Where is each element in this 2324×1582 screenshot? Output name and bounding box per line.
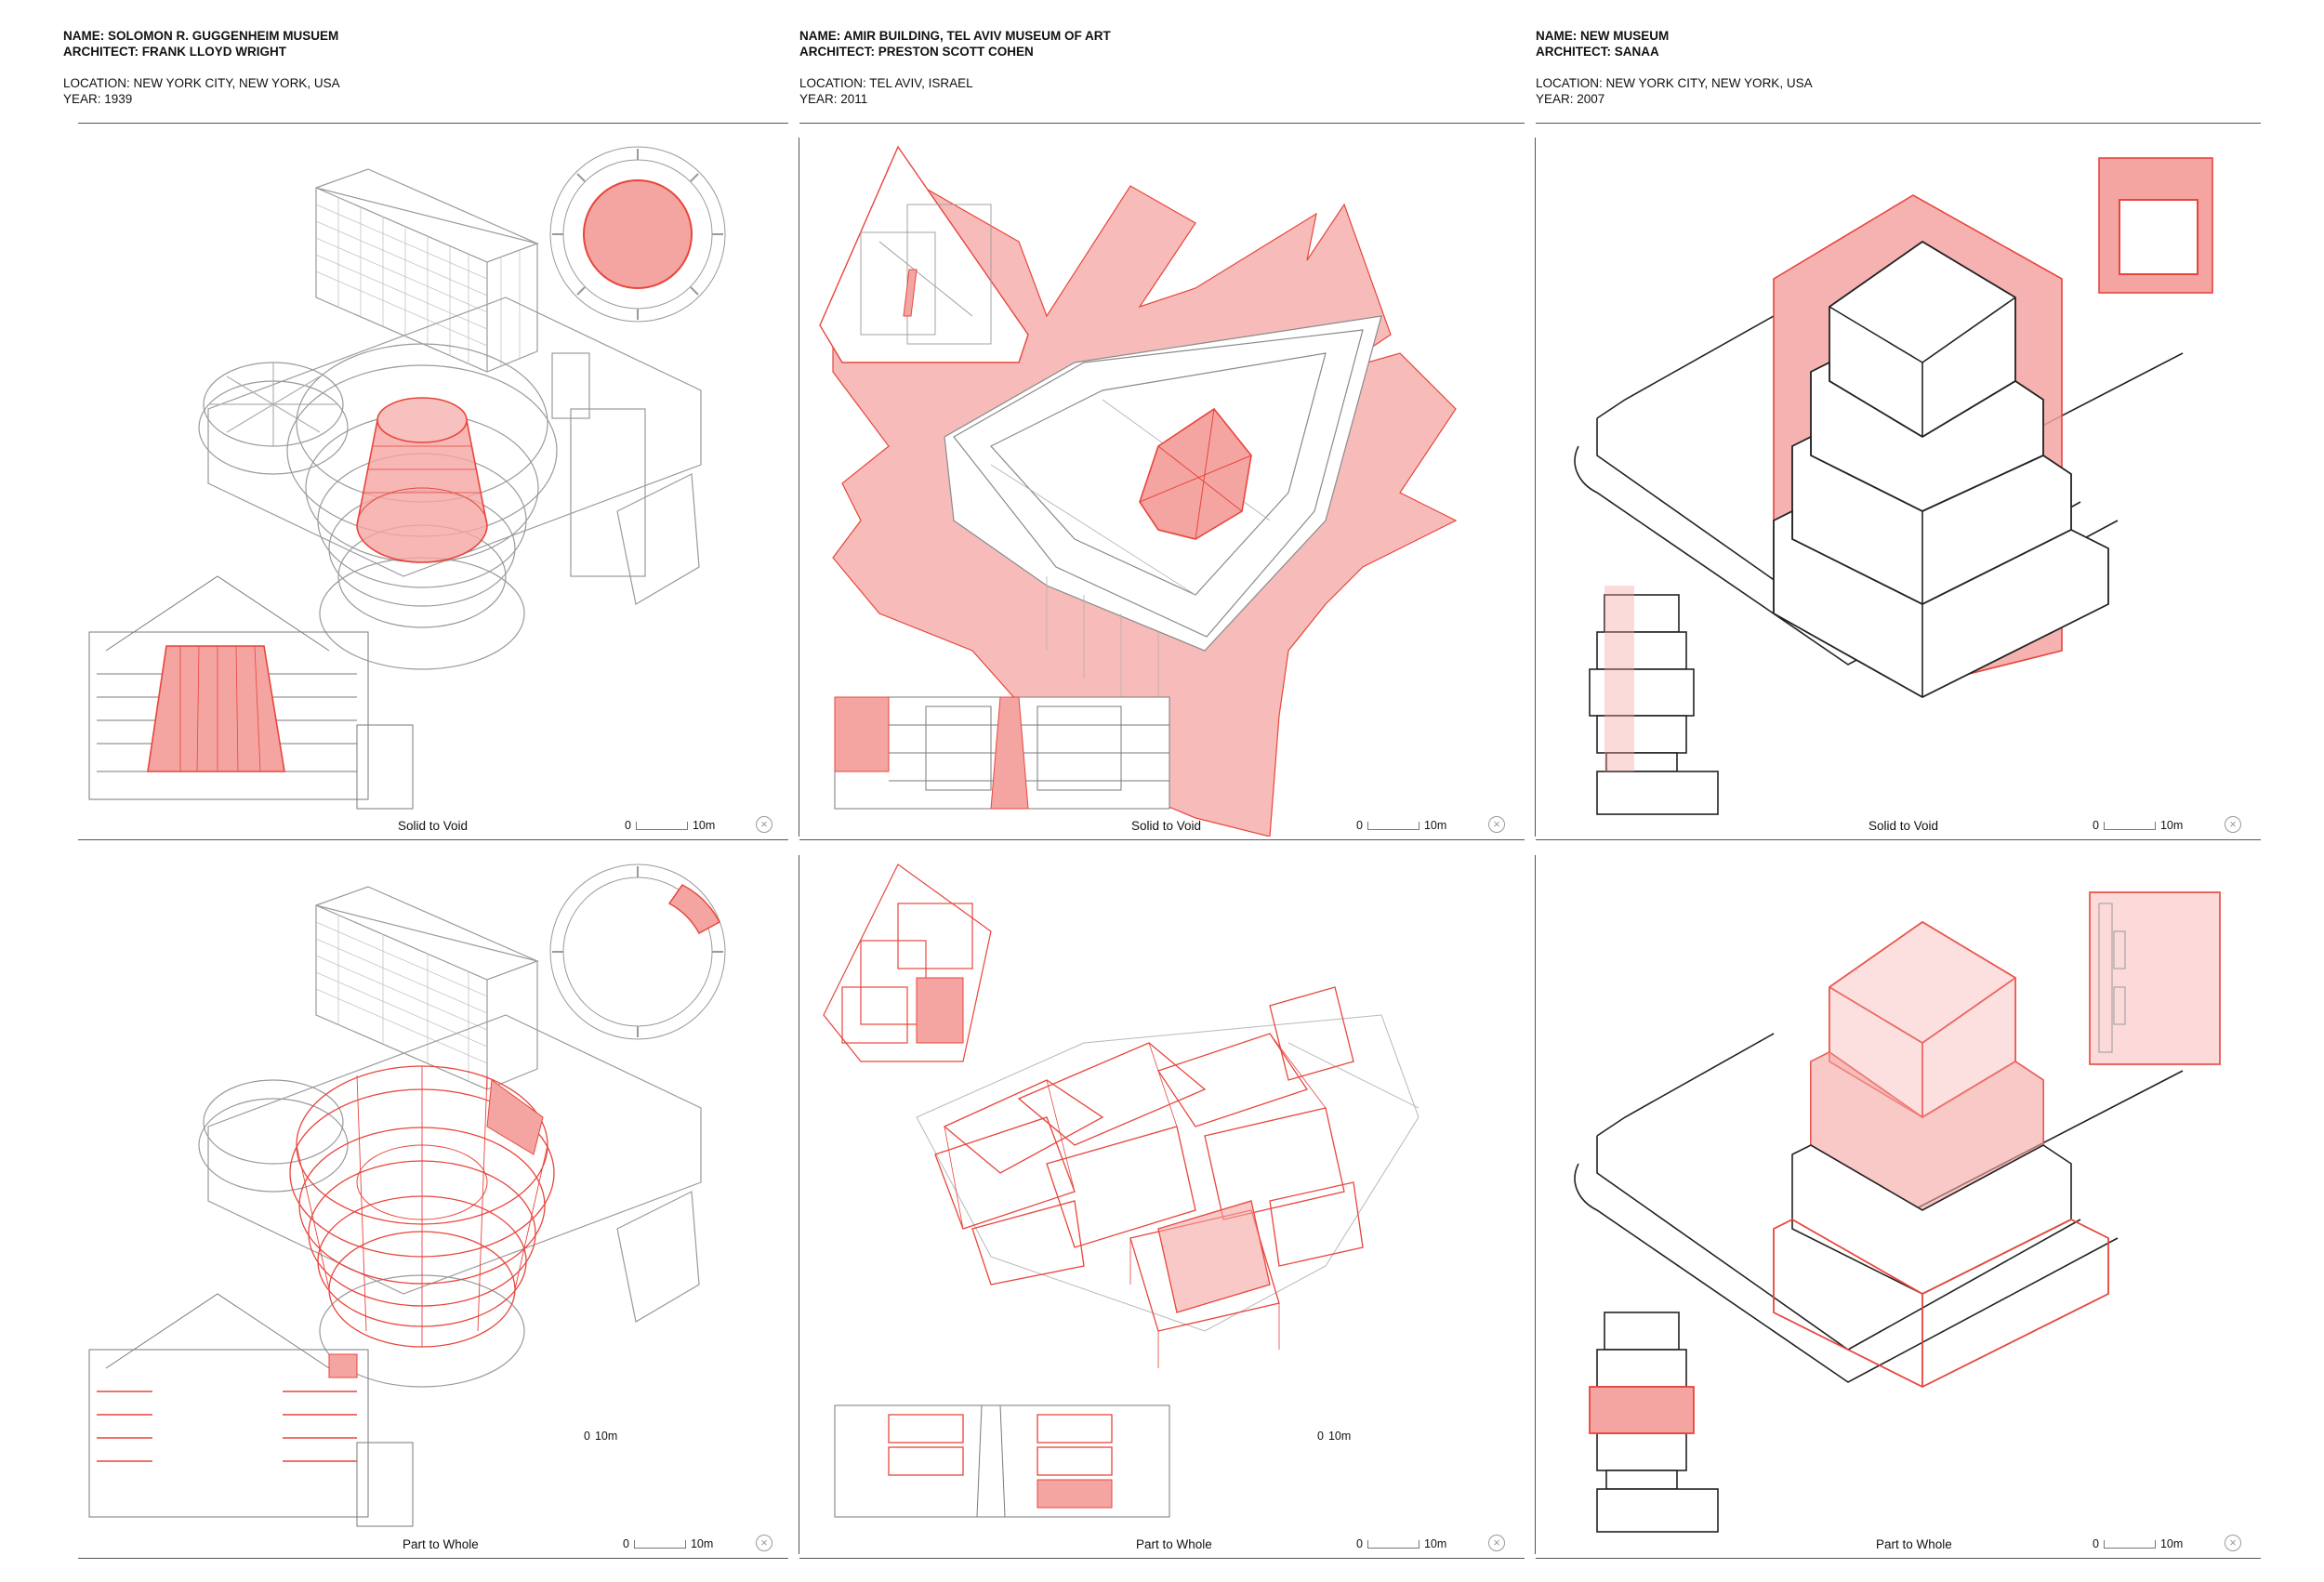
column-divider (1535, 855, 1536, 1554)
year-label: YEAR: (799, 92, 838, 106)
top-rule (78, 123, 788, 124)
new-museum-solid-void-drawing (1574, 157, 2213, 815)
year-label: YEAR: (1536, 92, 1574, 106)
mid-rule (799, 839, 1525, 840)
close-icon: × (756, 816, 772, 833)
close-icon: × (2225, 1535, 2241, 1551)
scale-bar: 0 10m (2093, 819, 2183, 832)
scale-zero: 0 (1317, 1430, 1324, 1443)
year-value: 2011 (840, 92, 868, 106)
scale-ten: 10m (690, 1537, 714, 1550)
year-value: 1939 (104, 92, 133, 106)
bottom-rule (1536, 1558, 2261, 1559)
scale-zero: 0 (2093, 1537, 2099, 1550)
new-museum-part-whole-drawing (1574, 891, 2221, 1533)
scale-ten: 10m (692, 819, 716, 832)
scale-zero: 0 (1356, 819, 1363, 832)
scale-bar: 0 10m (1356, 819, 1446, 832)
scale-ten: 10m (594, 1430, 618, 1443)
name-label: NAME: (1536, 29, 1578, 43)
scale-ten: 10m (1423, 819, 1447, 832)
scale-zero: 0 (584, 1430, 590, 1443)
close-icon: × (1488, 816, 1505, 833)
architect-label: ARCHITECT: (63, 45, 139, 59)
scale-zero: 0 (625, 819, 631, 832)
scale-bar-line (2103, 821, 2156, 830)
bottom-rule (78, 1558, 788, 1559)
location-label: LOCATION: (1536, 76, 1603, 90)
mid-rule (1536, 839, 2261, 840)
scale-bar: 0 10m (623, 1537, 713, 1550)
scale-bar-line (1367, 1539, 1419, 1549)
amir-part-whole-drawing (823, 864, 1419, 1518)
name-label: NAME: (799, 29, 841, 43)
header-guggenheim: NAME: SOLOMON R. GUGGENHEIM MUSUEM ARCHI… (63, 28, 340, 107)
location-value: TEL AVIV, ISRAEL (869, 76, 973, 90)
museum-name: NEW MUSEUM (1580, 29, 1670, 43)
scale-bar-line (1367, 821, 1419, 830)
amir-solid-void-drawing (819, 145, 1458, 837)
caption-part-to-whole: Part to Whole (1136, 1537, 1212, 1551)
architect-name: PRESTON SCOTT COHEN (878, 45, 1034, 59)
year-value: 2007 (1577, 92, 1605, 106)
year-label: YEAR: (63, 92, 101, 106)
top-rule (1536, 123, 2261, 124)
header-amir: NAME: AMIR BUILDING, TEL AVIV MUSEUM OF … (799, 28, 1111, 107)
scale-zero: 0 (623, 1537, 629, 1550)
location-label: LOCATION: (799, 76, 866, 90)
scale-ten: 10m (1423, 1537, 1447, 1550)
location-value: NEW YORK CITY, NEW YORK, USA (1605, 76, 1813, 90)
architect-label: ARCHITECT: (1536, 45, 1611, 59)
close-icon: × (2225, 816, 2241, 833)
close-icon: × (1488, 1535, 1505, 1551)
scale-bar: 0 10m (625, 819, 715, 832)
architect-label: ARCHITECT: (799, 45, 875, 59)
guggenheim-part-whole-drawing (88, 864, 726, 1527)
caption-solid-to-void: Solid to Void (398, 819, 469, 833)
scale-bar-line (633, 1539, 686, 1549)
architect-name: FRANK LLOYD WRIGHT (141, 45, 286, 59)
caption-part-to-whole: Part to Whole (403, 1537, 479, 1551)
scale-ten: 10m (1327, 1430, 1352, 1443)
caption-solid-to-void: Solid to Void (1131, 819, 1202, 833)
scale-bar: 0 10m (2093, 1537, 2183, 1550)
column-divider (1535, 138, 1536, 837)
caption-solid-to-void: Solid to Void (1868, 819, 1939, 833)
museum-name: AMIR BUILDING, TEL AVIV MUSEUM OF ART (843, 29, 1111, 43)
location-value: NEW YORK CITY, NEW YORK, USA (133, 76, 340, 90)
museum-name: SOLOMON R. GUGGENHEIM MUSUEM (108, 29, 339, 43)
mid-rule (78, 839, 788, 840)
header-new-museum: NAME: NEW MUSEUM ARCHITECT: SANAA LOCATI… (1536, 28, 1813, 107)
scale-zero: 0 (2093, 819, 2099, 832)
name-label: NAME: (63, 29, 105, 43)
scale-bar-line (2103, 1539, 2156, 1549)
caption-part-to-whole: Part to Whole (1876, 1537, 1952, 1551)
scale-bar-inline: 0 10m (584, 1430, 617, 1443)
close-icon: × (756, 1535, 772, 1551)
scale-ten: 10m (2159, 819, 2184, 832)
scale-bar-line (635, 821, 688, 830)
guggenheim-solid-void-drawing (88, 146, 726, 810)
bottom-rule (799, 1558, 1525, 1559)
scale-bar: 0 10m (1356, 1537, 1446, 1550)
architect-name: SANAA (1614, 45, 1659, 59)
scale-ten: 10m (2159, 1537, 2184, 1550)
location-label: LOCATION: (63, 76, 130, 90)
scale-zero: 0 (1356, 1537, 1363, 1550)
top-rule (799, 123, 1525, 124)
